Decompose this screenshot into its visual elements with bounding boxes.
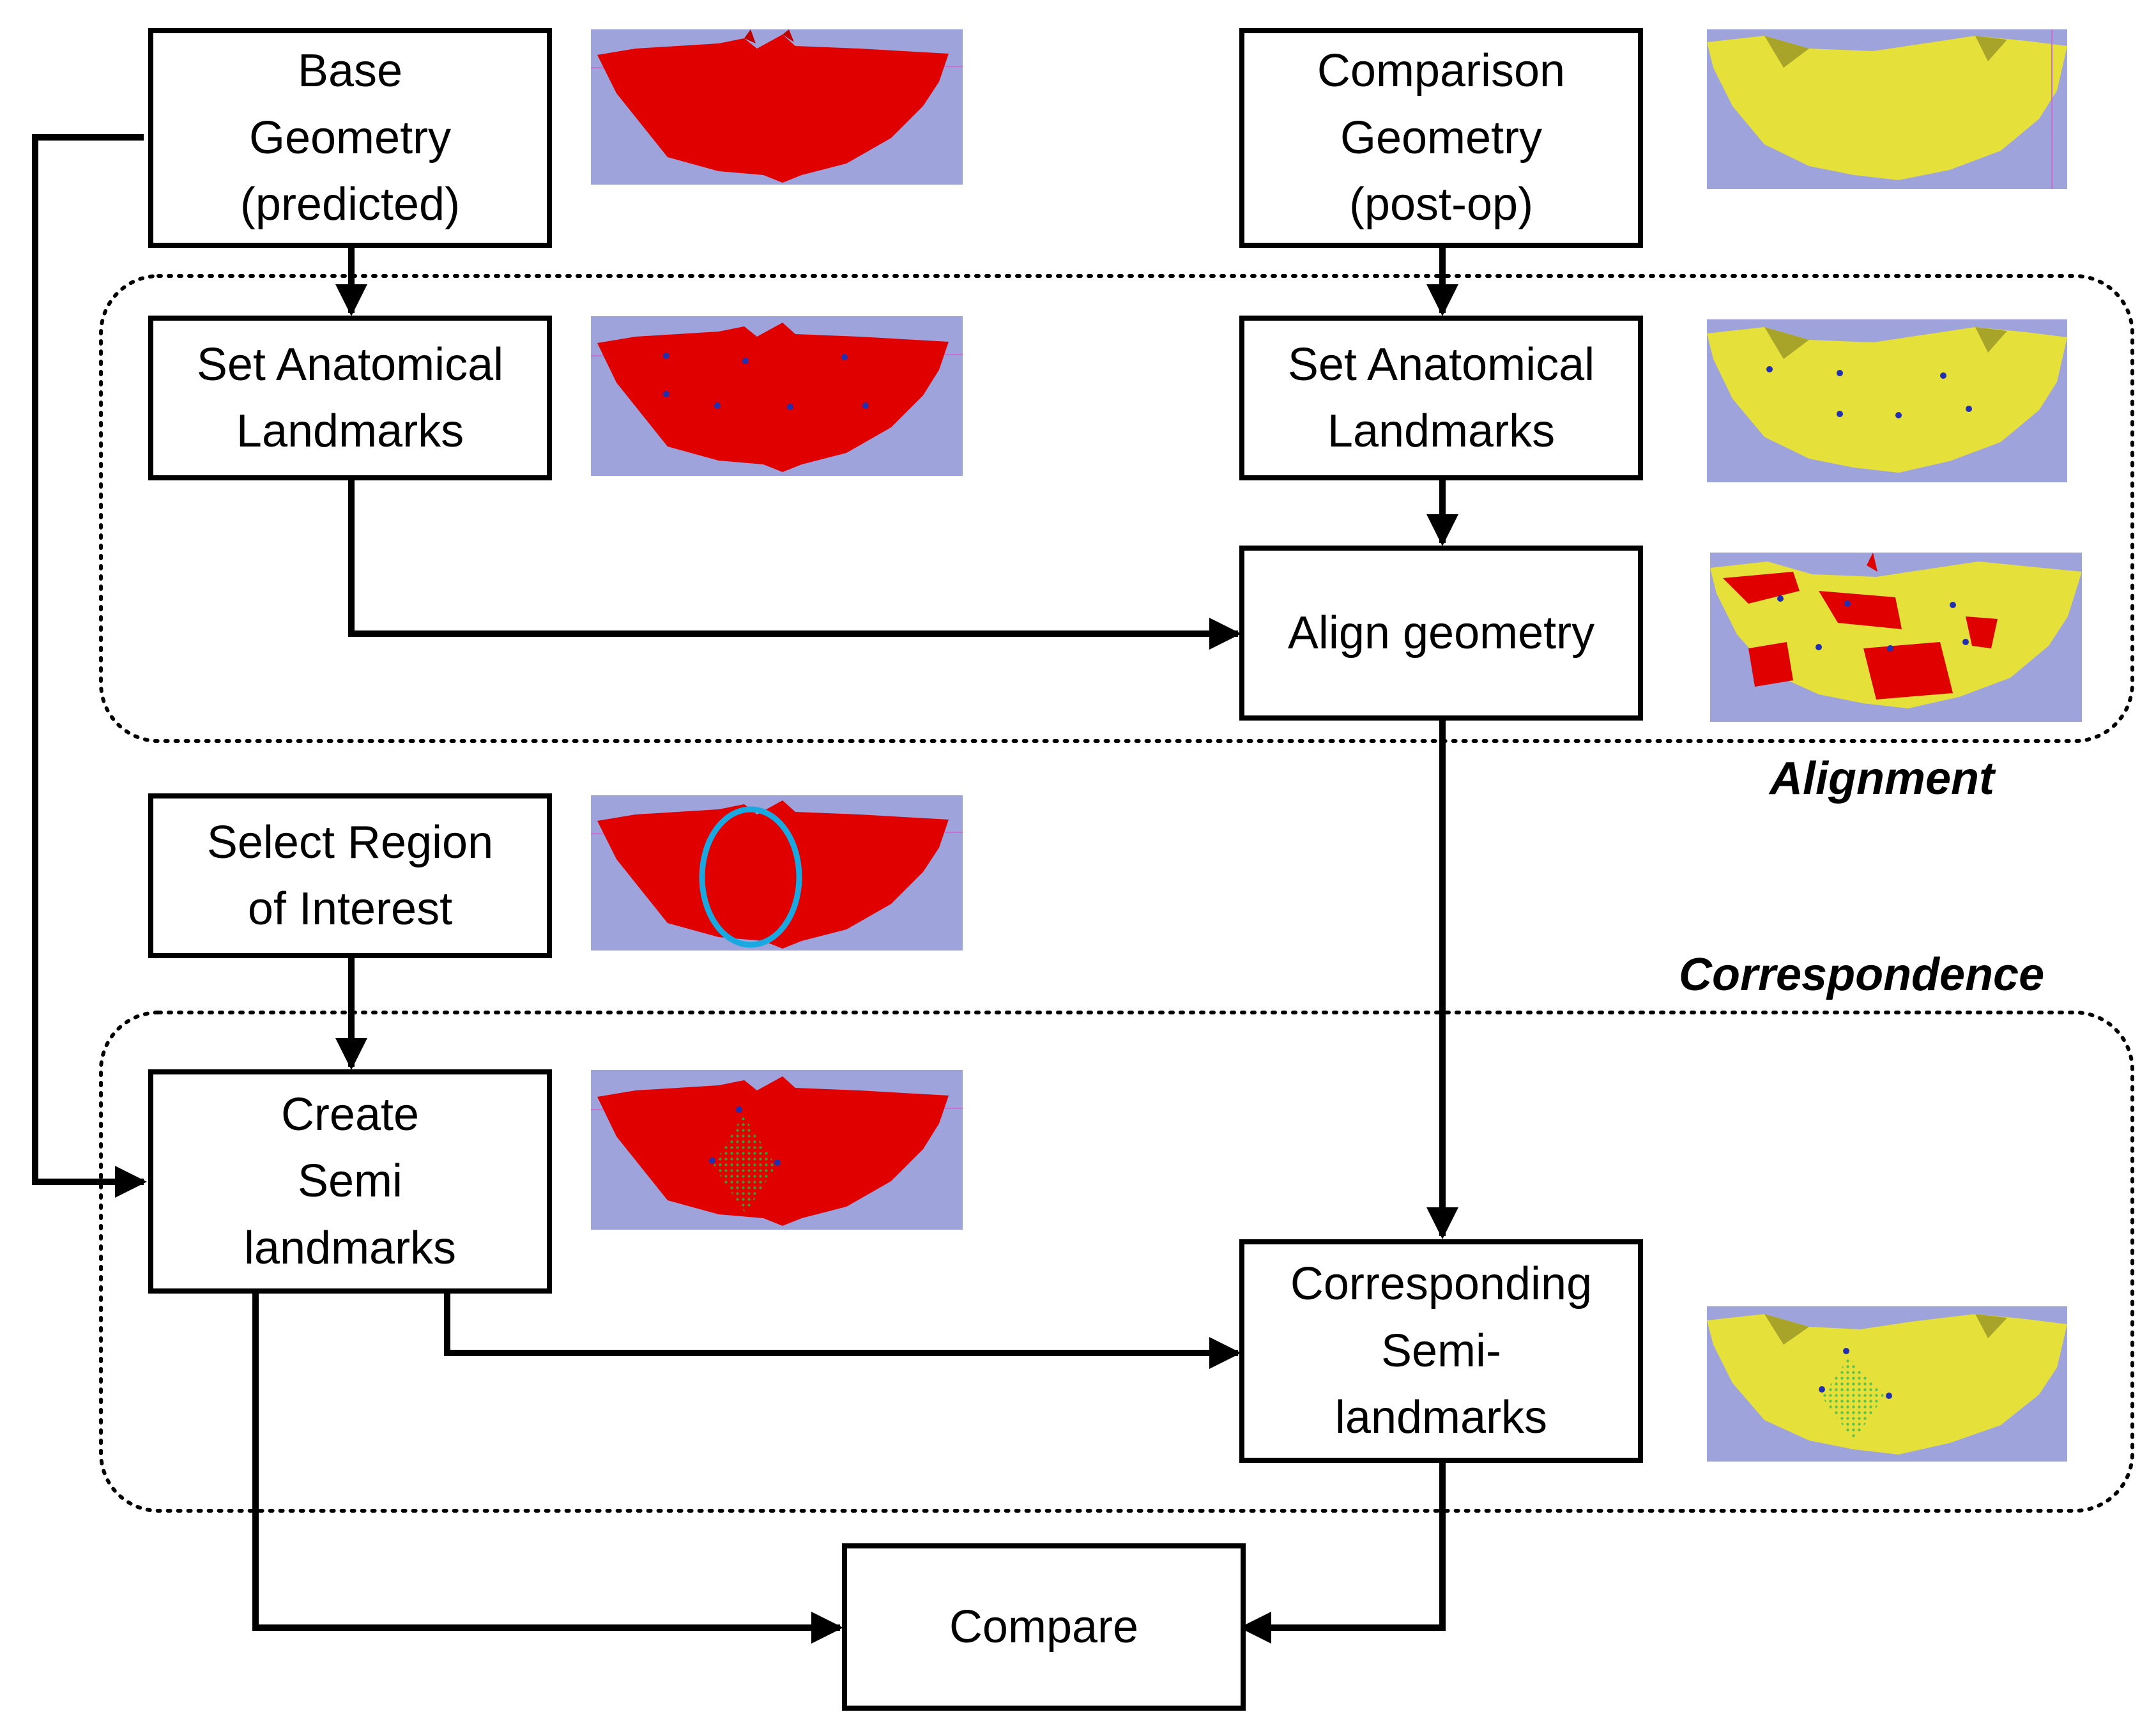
roi-selection-thumbnail [591, 795, 963, 951]
arrow-corresponding-to-compare [1239, 1463, 1446, 1644]
predicted-geometry-thumbnail [591, 29, 963, 185]
set-landmarks-base-box: Set Anatomical Landmarks [148, 316, 552, 480]
arrow-base-to-create-semi [32, 134, 147, 1198]
arrow-create-to-corresponding [444, 1294, 1241, 1369]
arrow-create-to-compare [252, 1294, 843, 1644]
compare-box: Compare [842, 1543, 1246, 1711]
arrow-base-landmarks-to-align [348, 480, 1241, 650]
predicted-landmarks-thumbnail [591, 316, 963, 476]
base-geometry-box: Base Geometry (predicted) [148, 28, 552, 248]
align-geometry-box: Align geometry [1239, 546, 1643, 721]
corresponding-semi-landmarks-box: Corresponding Semi- landmarks [1239, 1239, 1643, 1463]
semi-landmarks-thumbnail [591, 1070, 963, 1230]
postop-landmarks-thumbnail [1707, 319, 2067, 482]
select-roi-box: Select Region of Interest [148, 793, 552, 958]
corresponding-semi-landmarks-thumbnail [1707, 1306, 2067, 1462]
set-landmarks-comparison-box: Set Anatomical Landmarks [1239, 316, 1643, 480]
correspondence-group-frame [99, 1011, 2134, 1513]
correspondence-label: Correspondence [1679, 949, 2045, 1000]
roi-ellipse [699, 806, 802, 948]
postop-geometry-thumbnail [1707, 29, 2067, 189]
create-semi-landmarks-box: Create Semi landmarks [148, 1069, 552, 1294]
comparison-geometry-box: Comparison Geometry (post-op) [1239, 28, 1643, 248]
aligned-overlay-thumbnail [1710, 553, 2082, 722]
alignment-group-frame [99, 274, 2134, 743]
alignment-label: Alignment [1770, 753, 1994, 804]
